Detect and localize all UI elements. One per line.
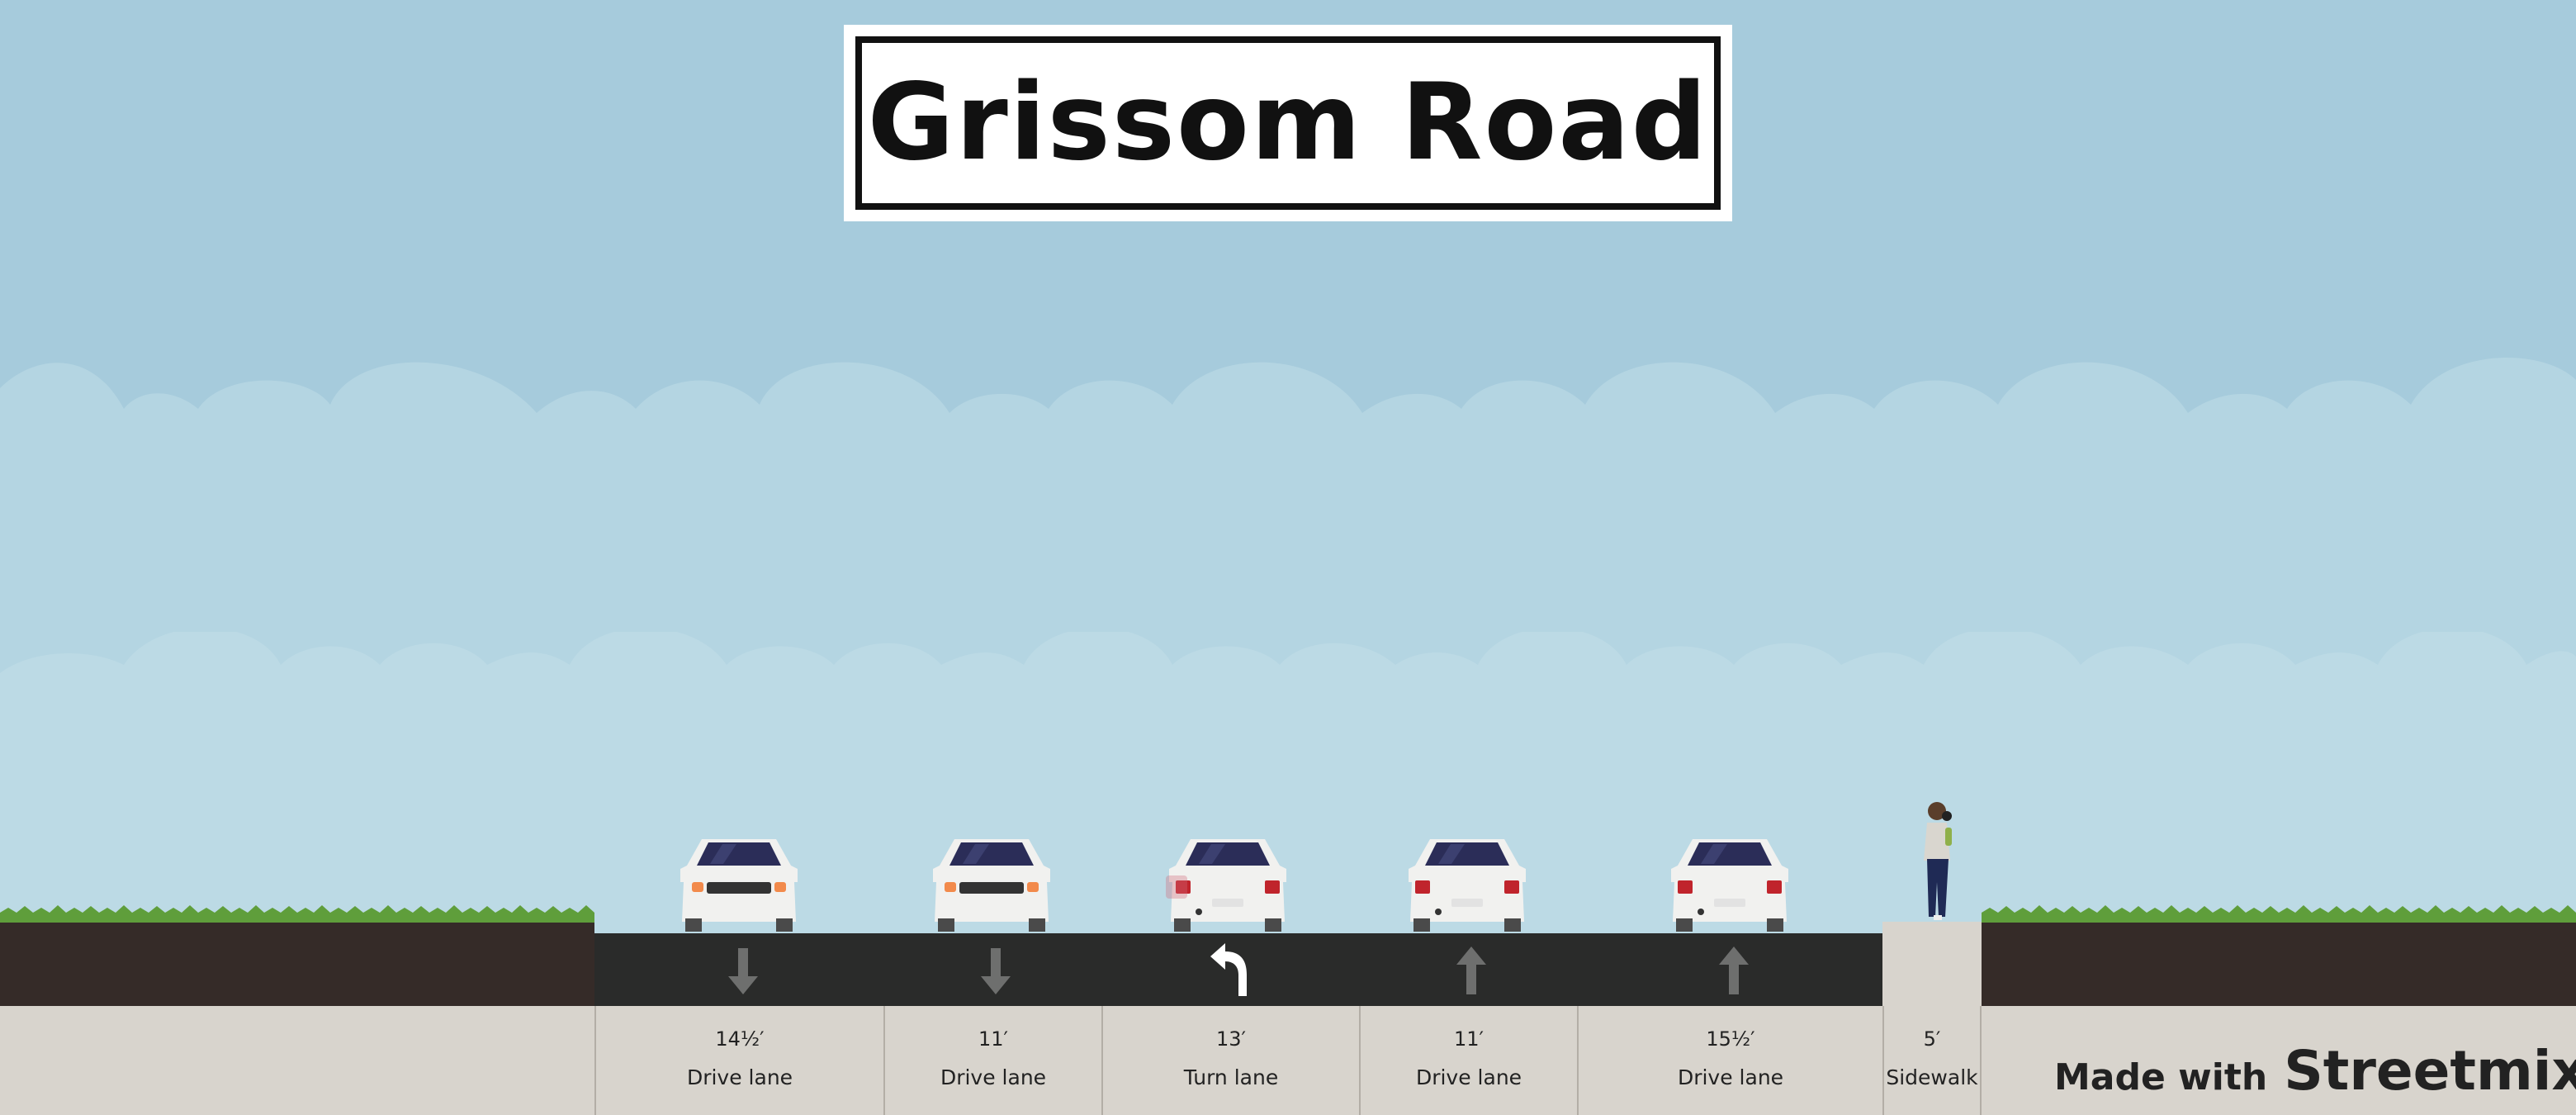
made-with-streetmix-credit[interactable]: Made with Streetmix — [2054, 1039, 2576, 1103]
segment-type: Drive lane — [940, 1065, 1047, 1089]
car-rear-icon[interactable] — [1166, 833, 1290, 935]
streetmix-logo: Streetmix — [2284, 1039, 2576, 1103]
segment-width: 13′ — [1216, 1027, 1246, 1051]
up-arrow-icon — [1719, 947, 1749, 994]
grass-right — [1982, 905, 2576, 923]
car-front-icon[interactable] — [677, 833, 801, 935]
up-arrow-icon — [1456, 947, 1486, 994]
segment-type: Turn lane — [1183, 1065, 1279, 1089]
car-front-icon[interactable] — [930, 833, 1054, 935]
segment-type: Sidewalk — [1886, 1065, 1978, 1089]
street-name[interactable]: Grissom Road — [867, 61, 1709, 184]
segment-type: Drive lane — [1415, 1065, 1522, 1089]
segment-label-sidewalk[interactable]: 5′ Sidewalk — [1882, 1006, 1982, 1115]
grass-left — [0, 905, 594, 923]
down-arrow-icon — [728, 948, 758, 994]
dirt-left — [0, 917, 594, 1006]
segment-type: Drive lane — [1677, 1065, 1784, 1089]
segment-label-drive-lane-1[interactable]: 14½′ Drive lane — [594, 1006, 883, 1115]
down-arrow-icon — [981, 948, 1011, 994]
segment-width: 14½′ — [715, 1027, 765, 1051]
left-turn-arrow-icon — [1210, 943, 1247, 996]
segment-label-drive-lane-4[interactable]: 15½′ Drive lane — [1577, 1006, 1882, 1115]
street-name-frame: Grissom Road — [855, 36, 1721, 210]
segment-label-turn-lane[interactable]: 13′ Turn lane — [1101, 1006, 1359, 1115]
segment-type: Drive lane — [686, 1065, 793, 1089]
street-name-sign[interactable]: Grissom Road — [844, 25, 1732, 221]
car-rear-icon[interactable] — [1405, 833, 1529, 935]
segment-width: 11′ — [978, 1027, 1008, 1051]
segment-label-strip: 14½′ Drive lane 11′ Drive lane 13′ Turn … — [0, 1006, 2576, 1115]
segment-label-drive-lane-3[interactable]: 11′ Drive lane — [1359, 1006, 1577, 1115]
segment-width: 5′ — [1923, 1027, 1941, 1051]
segment-width: 15½′ — [1706, 1027, 1755, 1051]
pedestrian-icon[interactable] — [1912, 799, 1962, 923]
segment-width: 11′ — [1454, 1027, 1484, 1051]
dirt-right — [1982, 917, 2576, 1006]
car-rear-icon[interactable] — [1668, 833, 1792, 935]
sidewalk-surface — [1882, 922, 1982, 1006]
credit-prefix: Made with — [2054, 1056, 2268, 1098]
segment-label-drive-lane-2[interactable]: 11′ Drive lane — [883, 1006, 1101, 1115]
